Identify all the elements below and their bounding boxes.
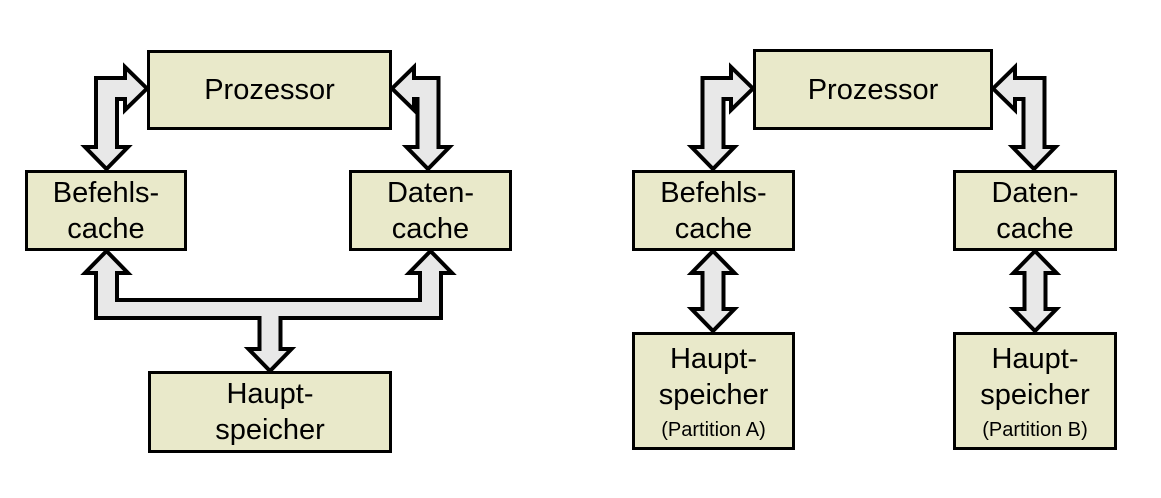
processor-box-right: Prozessor	[753, 49, 993, 130]
data-cache-label-line2: cache	[996, 212, 1074, 245]
processor-label: Prozessor	[807, 73, 939, 106]
main-memory-label-line2: speicher	[215, 414, 325, 446]
bidirectional-elbow-arrow-icon	[389, 62, 455, 172]
bidirectional-vertical-arrow-icon	[686, 248, 740, 334]
bidirectional-elbow-arrow-icon	[990, 62, 1061, 172]
bidirectional-elbow-arrow-icon	[686, 62, 756, 172]
main-memory-label-line2: speicher	[658, 378, 769, 411]
main-memory-label-line2: speicher	[980, 378, 1090, 411]
bidirectional-elbow-arrow-icon	[80, 62, 150, 172]
instruction-cache-label-line1: Befehls-	[660, 176, 767, 209]
partition-b-label: (Partition B)	[982, 418, 1088, 441]
processor-box-left: Prozessor	[147, 50, 392, 130]
bidirectional-vertical-arrow-icon	[1008, 248, 1062, 334]
instruction-cache-label-line1: Befehls-	[52, 176, 160, 209]
main-memory-label-line1: Haupt-	[991, 342, 1079, 375]
instruction-cache-label-line2: cache	[674, 212, 753, 245]
data-cache-box-right: Daten- cache	[953, 170, 1117, 251]
instruction-cache-box-right: Befehls- cache	[632, 170, 795, 251]
data-cache-label-line1: Daten-	[386, 176, 475, 209]
main-memory-partition-b-box: Haupt- speicher (Partition B)	[953, 332, 1117, 450]
data-cache-label-line2: cache	[391, 212, 470, 245]
data-cache-label-line1: Daten-	[991, 176, 1079, 209]
data-cache-box-left: Daten- cache	[349, 170, 512, 251]
partition-a-label: (Partition A)	[661, 418, 766, 441]
main-memory-partition-a-box: Haupt- speicher (Partition A)	[632, 332, 795, 450]
main-memory-label-line1: Haupt-	[226, 378, 314, 410]
instruction-cache-label-line2: cache	[67, 212, 145, 245]
trident-bus-arrow-icon	[80, 248, 457, 374]
instruction-cache-box-left: Befehls- cache	[25, 170, 187, 251]
main-memory-label-line1: Haupt-	[669, 342, 758, 375]
main-memory-box-left: Haupt- speicher	[148, 371, 392, 453]
processor-label: Prozessor	[204, 74, 335, 106]
